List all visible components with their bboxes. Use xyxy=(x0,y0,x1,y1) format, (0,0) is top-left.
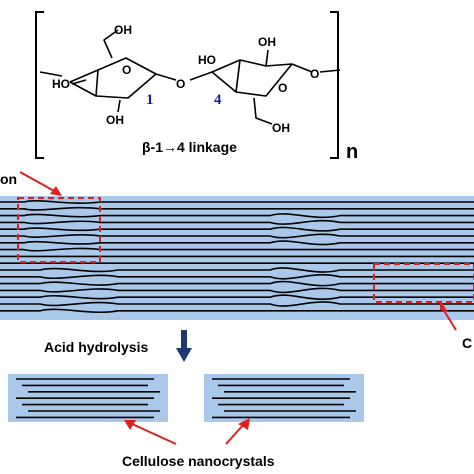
linkage-label: β-1→4 linkage xyxy=(142,139,237,155)
cellulose-fiber xyxy=(0,196,474,320)
atom-o-ring-right: O xyxy=(278,81,287,95)
fiber-chain xyxy=(0,240,474,246)
atom-ho-left: HO xyxy=(52,77,70,91)
atom-o-ring-left: O xyxy=(122,63,131,77)
acid-hydrolysis-label: Acid hydrolysis xyxy=(44,339,148,355)
fiber-chain xyxy=(0,308,474,314)
fiber-chains xyxy=(0,200,474,314)
fiber-chain xyxy=(0,219,474,225)
atom-ho-top-right: HO xyxy=(198,53,216,67)
fiber-chain xyxy=(0,267,474,273)
hydrolysis-arrow xyxy=(176,330,192,362)
fiber-chain xyxy=(0,233,474,239)
nanocrystal-arrows xyxy=(124,418,250,445)
disordered-region-arrow xyxy=(19,171,62,196)
right-bracket xyxy=(330,11,339,159)
fiber-chain xyxy=(0,200,474,204)
fiber-chain xyxy=(0,287,474,294)
crystalline-region-label: C xyxy=(462,335,472,351)
disordered-region-box xyxy=(17,197,101,263)
left-bracket xyxy=(35,11,44,159)
fiber-chain xyxy=(0,226,474,232)
nanocrystal-chains xyxy=(16,378,356,419)
atom-oh-top-left: OH xyxy=(114,23,132,37)
fiber-chain xyxy=(0,294,474,301)
repeat-n-label: n xyxy=(346,141,358,163)
atom-o-tail-right: O xyxy=(310,67,319,81)
nanocrystals-label: Cellulose nanocrystals xyxy=(122,453,275,469)
locant-c1: 1 xyxy=(146,92,154,108)
crystalline-region-box xyxy=(373,263,474,303)
fiber-chain xyxy=(0,301,474,307)
repeat-brackets xyxy=(35,11,339,159)
cellobiose-skeleton xyxy=(39,29,341,125)
fiber-chain xyxy=(0,247,474,252)
fiber-chain xyxy=(0,213,474,219)
atom-oh-top-right: OH xyxy=(258,35,276,49)
crystalline-region-arrow xyxy=(439,300,457,331)
atom-oh-bottom-right: OH xyxy=(272,121,290,135)
fiber-chain xyxy=(0,206,474,211)
locant-c4: 4 xyxy=(214,92,222,108)
atom-labels: OH HO OH O O HO OH O O OH xyxy=(52,23,319,135)
fiber-chain xyxy=(0,273,474,280)
atom-o-bridge: O xyxy=(176,77,185,91)
disordered-region-label: on xyxy=(0,171,17,187)
atom-oh-bottom-left: OH xyxy=(106,113,124,127)
fiber-chain xyxy=(0,280,474,287)
